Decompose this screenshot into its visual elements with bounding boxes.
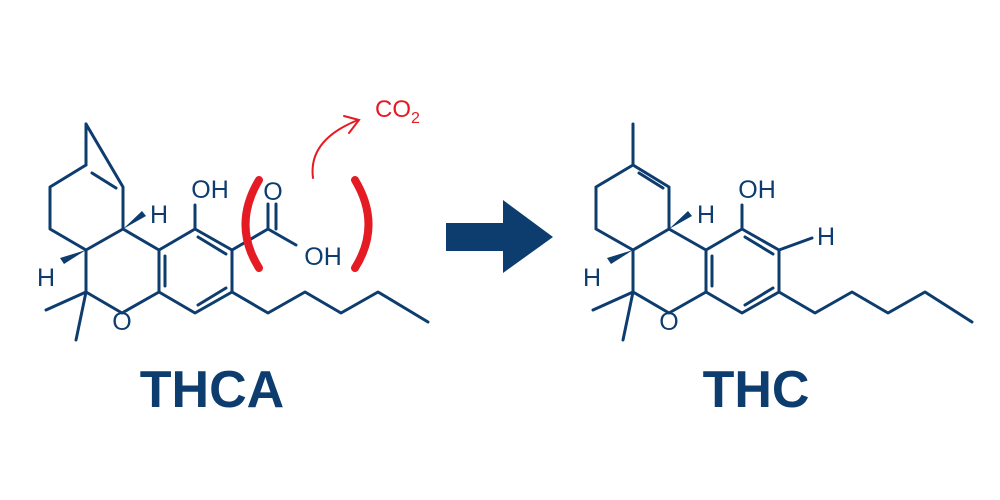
thca-carbonyl-oxygen-label: O bbox=[263, 178, 282, 206]
thc-structure bbox=[591, 122, 974, 342]
co2-release-arrow bbox=[311, 119, 359, 179]
thc-wedge-bond-left bbox=[607, 250, 633, 264]
thc-h-top-label: H bbox=[697, 201, 715, 229]
thc-aromatic-h-label: H bbox=[817, 223, 835, 251]
thc-caption: THC bbox=[703, 361, 810, 419]
thca-caption: THCA bbox=[140, 361, 284, 419]
carboxyl-highlight bbox=[241, 115, 373, 272]
thc-h-left-label: H bbox=[583, 264, 601, 292]
thc-ring-oxygen-label: O bbox=[659, 308, 678, 336]
thca-h-left-label: H bbox=[37, 264, 55, 292]
thca-structure bbox=[44, 122, 430, 342]
co2-arrow-head bbox=[343, 115, 361, 134]
left-parenthesis bbox=[241, 176, 263, 272]
thc-wedge-bond-top bbox=[669, 211, 692, 229]
thca-ring-oxygen-label: O bbox=[112, 308, 131, 336]
right-arrow-icon bbox=[446, 200, 553, 273]
right-parenthesis bbox=[351, 176, 373, 272]
thca-h-top-label: H bbox=[150, 201, 168, 229]
thca-wedge-bond-top bbox=[123, 211, 146, 229]
co2-label: CO2 bbox=[375, 96, 420, 127]
thca-acid-hydroxyl-label: OH bbox=[304, 243, 342, 271]
thca-wedge-bond-left bbox=[60, 250, 86, 264]
thc-hydroxyl-label: OH bbox=[738, 176, 776, 204]
thca-hydroxyl-label: OH bbox=[191, 176, 229, 204]
